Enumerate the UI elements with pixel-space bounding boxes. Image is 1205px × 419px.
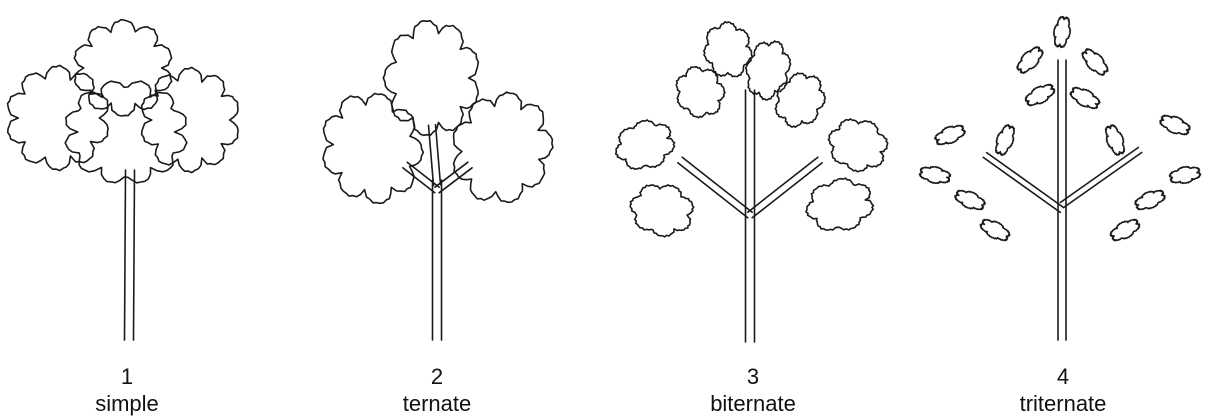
biternate-right-leaflet-1 [828,119,887,172]
caption-triternate: 4 triternate [983,363,1143,417]
triternate-left-leaflet-1 [935,126,965,145]
triternate-right-leaflet-1 [1160,115,1190,134]
ternate-top-leaflet [383,21,478,136]
figure-number-1: 1 [47,363,207,390]
caption-biternate: 3 biternate [673,363,833,417]
triternate-right-leaflet-2 [1170,167,1201,184]
figure-label-biternate: biternate [673,390,833,417]
ternate-main-stalk [433,180,442,340]
figure-label-ternate: ternate [357,390,517,417]
figure-number-2: 2 [357,363,517,390]
triternate-left-leaflet-4 [996,125,1015,155]
biternate-left-leaflet-1 [616,120,675,169]
biternate-top-leaflet-2 [746,41,791,100]
triternate-right-leaflet-5 [1110,219,1139,240]
caption-simple: 1 simple [47,363,207,417]
figure-label-triternate: triternate [983,390,1143,417]
biternate-left-leaflet-2 [630,185,694,237]
biternate-leaf-drawing [616,22,888,342]
biternate-right-petiole [748,157,822,218]
ternate-leaf-drawing [323,21,553,340]
triternate-top-leaflet-4 [1026,84,1055,105]
simple-leaf-left-lobe [8,65,109,170]
figure-label-simple: simple [47,390,207,417]
triternate-left-leaflet-3 [955,191,985,210]
biternate-top-leaflet-4 [775,73,825,127]
ternate-left-leaflet [323,94,423,204]
triternate-leaf-drawing [919,17,1200,340]
figure-number-3: 3 [673,363,833,390]
simple-leaf-stalk [125,170,135,340]
simple-leaf-center-lobe [65,81,187,183]
simple-leaf-right-lobe [142,67,239,172]
triternate-left-petiole [983,153,1063,213]
triternate-top-leaflet-3 [1082,49,1108,75]
ternate-right-leaflet [454,92,553,202]
biternate-main-stalk [746,90,755,342]
triternate-left-leaflet-5 [980,220,1010,241]
figure-number-4: 4 [983,363,1143,390]
ternate-top-petiole [429,125,441,186]
biternate-right-leaflet-2 [806,178,874,230]
triternate-left-leaflet-2 [919,167,950,184]
biternate-top-leaflet-1 [704,22,753,77]
triternate-top-leaflet-2 [1017,47,1043,73]
triternate-right-leaflet-3 [1135,190,1165,209]
triternate-right-leaflet-4 [1106,125,1125,155]
simple-leaf-drawing [8,20,239,340]
triternate-right-petiole [1060,148,1141,208]
simple-leaf-top-lobe [74,20,171,116]
triternate-top-leaflet-5 [1070,87,1100,108]
caption-ternate: 2 ternate [357,363,517,417]
biternate-left-petiole [678,157,752,218]
triternate-top-leaflet-1 [1054,17,1071,48]
